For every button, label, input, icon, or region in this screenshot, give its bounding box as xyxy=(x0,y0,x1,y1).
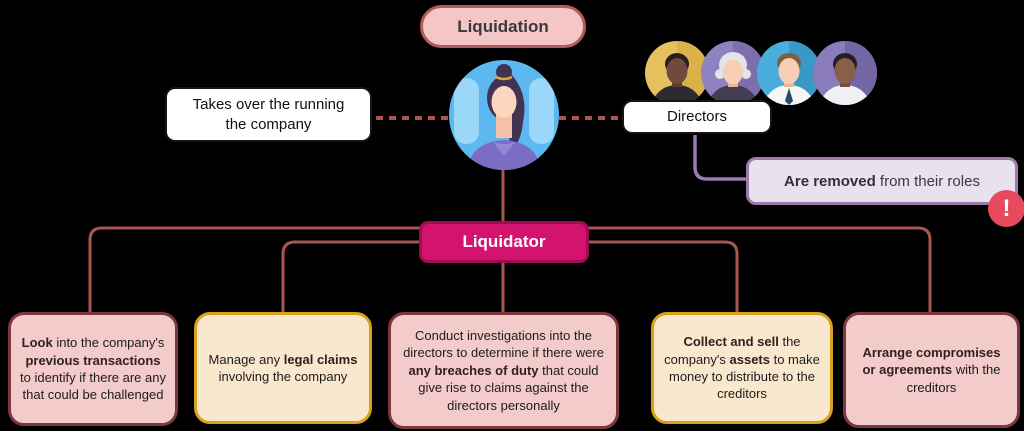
directors-label: Directors xyxy=(666,108,727,126)
directors-box: Directors xyxy=(622,100,772,134)
liquidator-box: Liquidator xyxy=(419,221,589,263)
removed-from-roles-text: Are removed from their roles xyxy=(784,172,980,190)
liquidator-label: Liquidator xyxy=(462,232,546,251)
director-avatar-icon xyxy=(757,41,821,105)
duty-box-collect-assets: Collect and sell the company's assets to… xyxy=(651,312,833,424)
connector-liquidator-duty1 xyxy=(88,226,421,313)
duty-text: Manage any legal claims involving the co… xyxy=(208,351,358,384)
takes-over-box: Takes over the running the company xyxy=(165,87,372,142)
connector-liquidator-duty5 xyxy=(587,226,932,314)
duty-text: Look into the company's previous transac… xyxy=(20,335,166,403)
liquidation-title: Liquidation xyxy=(420,5,586,48)
takes-over-line1: Takes over the running xyxy=(192,96,345,113)
duty-text: Conduct investigations into the director… xyxy=(403,327,604,413)
director-avatar-icon xyxy=(813,41,877,105)
connector-liquidator-duty4 xyxy=(587,240,739,314)
duty-text: Collect and sell the company's assets to… xyxy=(664,334,820,402)
duty-box-compromises: Arrange compromises or agreements with t… xyxy=(843,312,1020,428)
takes-over-line2: the company xyxy=(225,115,312,133)
director-avatar-icon xyxy=(645,41,709,105)
duty-box-investigations: Conduct investigations into the director… xyxy=(388,312,619,429)
liquidator-avatar-icon xyxy=(449,60,559,170)
director-avatar-icon xyxy=(701,41,765,105)
connector-liquidator-duty2 xyxy=(281,240,421,313)
removed-from-roles-box: Are removed from their roles xyxy=(746,157,1018,205)
duty-box-legal-claims: Manage any legal claims involving the co… xyxy=(194,312,372,424)
connector-directors-removed xyxy=(693,135,746,181)
liquidation-title-label: Liquidation xyxy=(457,16,549,36)
alert-icon: ! xyxy=(988,190,1024,227)
duty-text: Arrange compromises or agreements with t… xyxy=(862,344,1001,395)
duty-box-previous-transactions: Look into the company's previous transac… xyxy=(8,312,178,426)
